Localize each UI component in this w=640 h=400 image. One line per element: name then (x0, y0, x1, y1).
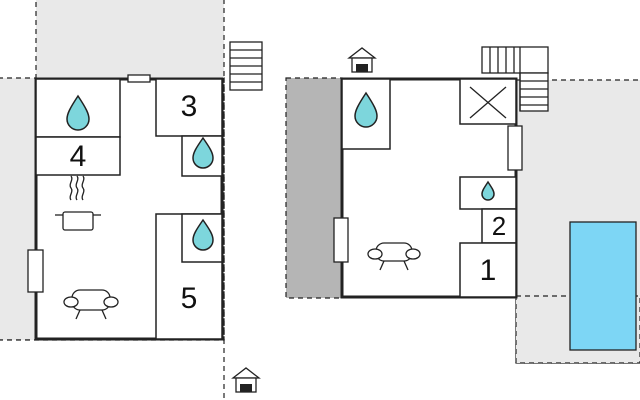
water-drop-icon (192, 136, 214, 169)
stove-icon (55, 175, 101, 231)
terrace-left-bottom (0, 339, 225, 400)
room-1 (459, 242, 517, 298)
terrace-left-side (0, 77, 37, 341)
stairs-icon (481, 46, 549, 112)
water-drop-icon (66, 94, 90, 131)
sofa-icon (367, 242, 421, 271)
building-right: 2 1 (333, 77, 523, 299)
room-4-label: 4 (70, 140, 87, 173)
entrance-icon (231, 367, 261, 393)
room-3-label: 3 (181, 90, 198, 123)
terrace-left-top (35, 0, 225, 81)
room-4 (35, 136, 121, 176)
water-drop-icon (192, 218, 214, 251)
window-icon (333, 217, 349, 263)
covered-terrace (285, 77, 343, 299)
sofa-icon (63, 289, 119, 320)
stairs-icon (229, 41, 263, 91)
window-icon (27, 249, 44, 293)
room-2-label: 2 (492, 211, 506, 241)
window-icon (127, 74, 151, 83)
boiler-icon (459, 78, 517, 125)
window-icon (507, 125, 523, 171)
entrance-icon (347, 47, 377, 73)
water-drop-icon (354, 91, 378, 128)
building-left: 4 3 5 (27, 74, 224, 341)
room-5-label: 5 (181, 282, 198, 315)
room-1-label: 1 (480, 254, 497, 287)
pool-icon (569, 221, 637, 351)
water-drop-icon (481, 180, 495, 201)
